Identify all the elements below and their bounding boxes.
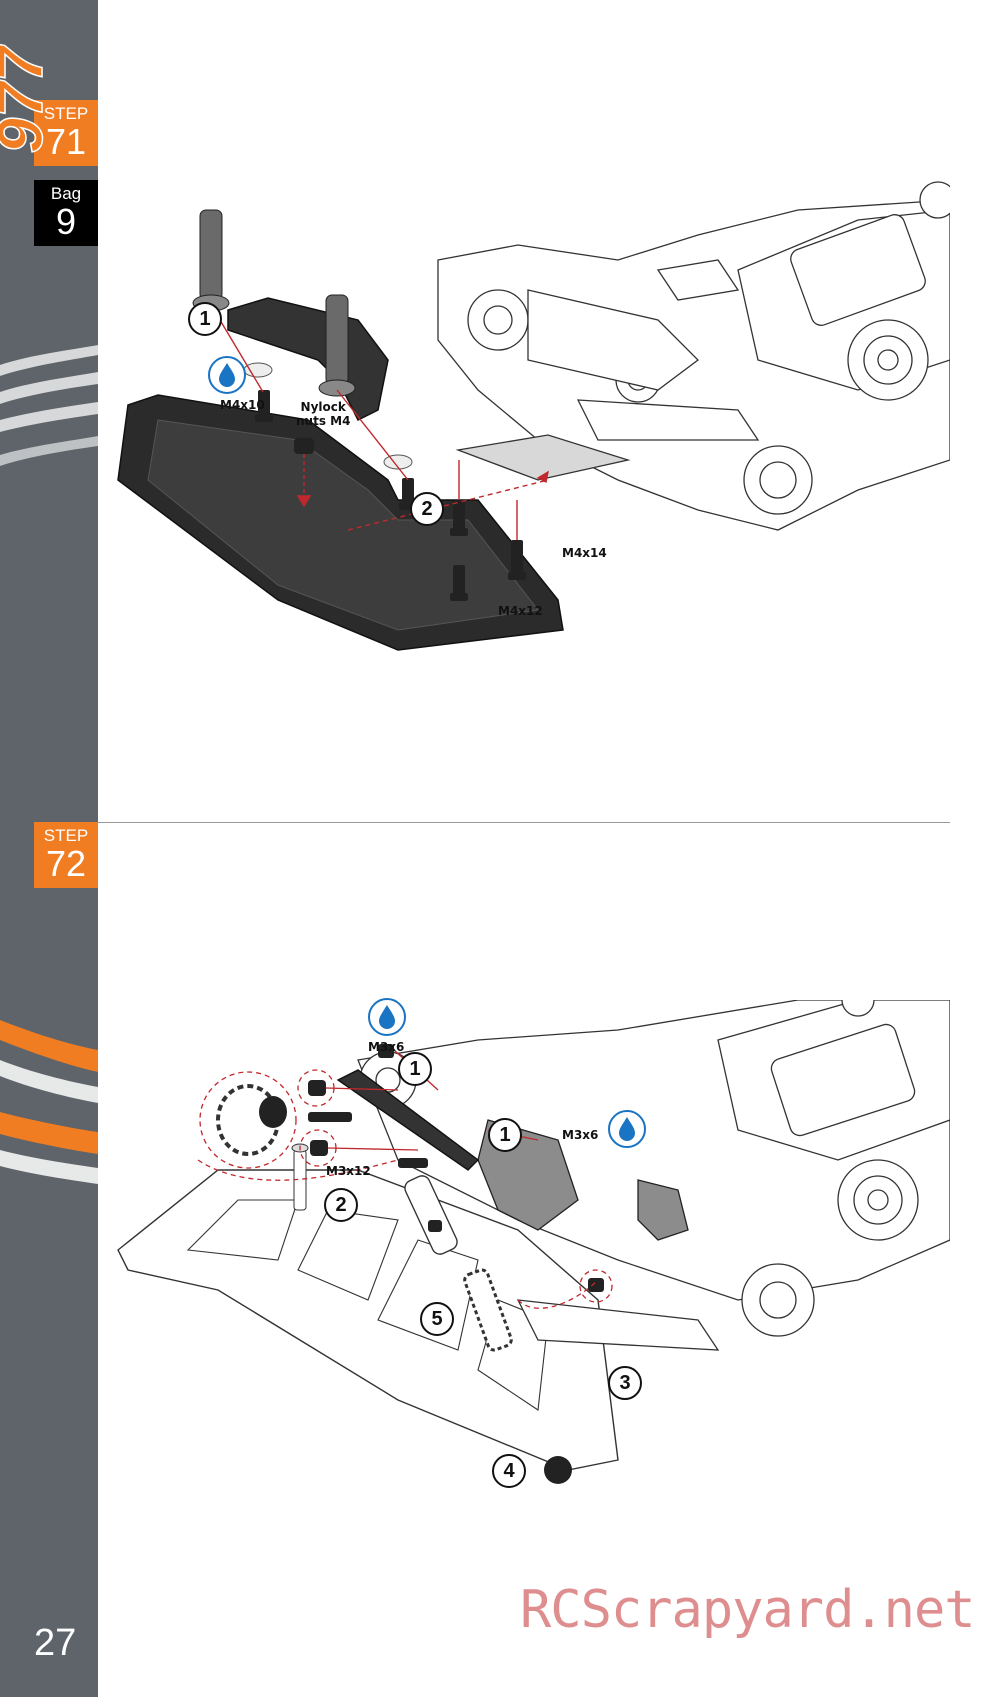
bag-number: 9 xyxy=(55,201,77,242)
label-nylock-nuts: Nylock nuts M4 xyxy=(296,400,350,428)
callout-2: 2 xyxy=(410,492,444,526)
watermark: RCScrapyard.net xyxy=(520,1580,976,1640)
callout-1-link: 1 xyxy=(398,1052,432,1086)
hub-block xyxy=(637,1179,689,1241)
step-72-illustration xyxy=(117,983,951,1484)
bracket-screw-1 xyxy=(192,209,230,312)
callout-3: 3 xyxy=(608,1366,642,1400)
washer-left xyxy=(243,362,273,378)
callout-1: 1 xyxy=(188,302,222,336)
bag-badge: Bag 9 xyxy=(34,180,98,246)
step-number: 72 xyxy=(45,843,87,884)
callout-1-hub: 1 xyxy=(488,1118,522,1152)
spring-assembly xyxy=(216,1084,287,1156)
bracket-screw-2 xyxy=(318,294,356,397)
step-label: STEP xyxy=(43,826,89,845)
callout-2: 2 xyxy=(324,1188,358,1222)
step-number: 71 xyxy=(45,121,87,162)
step-label: STEP xyxy=(43,104,89,123)
step-72-diagram: 1 1 2 3 4 5 M3x6 M3x6 M3x12 xyxy=(98,983,951,1560)
callout-5: 5 xyxy=(420,1302,454,1336)
brand-logo-text: 977 xyxy=(0,43,48,153)
label-nylock-line2: nuts M4 xyxy=(296,414,351,428)
screw-m4x14-part xyxy=(508,540,526,580)
page-number: 27 xyxy=(34,1622,77,1664)
small-parts xyxy=(308,1044,604,1292)
label-m3x6-top: M3x6 xyxy=(368,1040,405,1054)
sidebar-swooshes xyxy=(0,345,98,1184)
screw-m4x10-part xyxy=(255,390,273,422)
chassis-front-assembly xyxy=(437,181,957,531)
label-m3x12: M3x12 xyxy=(326,1164,371,1178)
label-m4x12: M4x12 xyxy=(498,604,543,618)
step-71-illustration xyxy=(117,181,957,651)
wing-inner-panel xyxy=(147,419,539,631)
label-nylock-line1: Nylock xyxy=(300,400,346,414)
callout-4: 4 xyxy=(492,1454,526,1488)
screw-m4x12-upper-part xyxy=(450,500,468,536)
label-m3x6-right: M3x6 xyxy=(562,1128,599,1142)
carbon-link xyxy=(336,1069,480,1171)
step-71-diagram: 1 2 M4x10 Nylock nuts M4 M4x14 M4x12 xyxy=(98,60,957,680)
label-m4x14: M4x14 xyxy=(562,546,607,560)
screw-post-part xyxy=(291,1143,309,1211)
shock-absorber xyxy=(404,1175,572,1484)
label-m4x10: M4x10 xyxy=(220,398,265,412)
step-71-badge: STEP 71 xyxy=(34,100,98,166)
sidebar: STEP 71 Bag 9 STEP 72 977 27 xyxy=(0,0,98,1697)
bag-label: Bag xyxy=(50,184,82,203)
thread-lock-drop-icon xyxy=(208,356,246,394)
step-72-badge: STEP 72 xyxy=(34,822,98,888)
screw-m4x12-lower-part xyxy=(450,565,468,601)
chassis-rear-assembly xyxy=(357,983,951,1351)
nylock-nut-part xyxy=(294,438,314,454)
thread-lock-drop-icon xyxy=(608,1110,646,1148)
thread-lock-drop-icon xyxy=(368,998,406,1036)
brand-logo: 977 xyxy=(0,42,48,154)
step-divider xyxy=(98,822,950,823)
mount-plate xyxy=(455,434,631,481)
